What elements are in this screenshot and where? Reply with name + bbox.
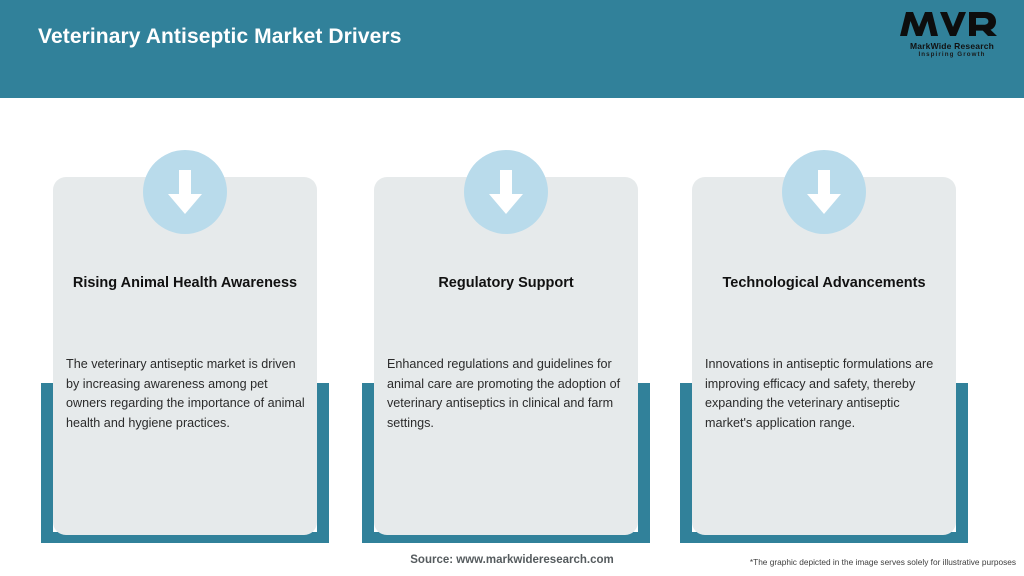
card-panel: Regulatory Support Enhanced regulations … <box>374 177 638 535</box>
disclaimer-label: *The graphic depicted in the image serve… <box>749 557 1016 567</box>
card-title: Technological Advancements <box>722 275 926 291</box>
card-description: The veterinary antiseptic market is driv… <box>66 357 305 430</box>
mwr-logomark-icon <box>900 12 997 36</box>
accent-bar-bottom <box>680 532 968 543</box>
driver-card-3: Technological Advancements Innovations i… <box>680 150 968 550</box>
card-accent-frame <box>41 383 329 543</box>
accent-bar-bottom <box>41 532 329 543</box>
accent-bar-right <box>638 383 650 543</box>
brand-logo: MarkWide Research Inspiring Growth <box>896 8 1008 66</box>
page-title: Veterinary Antiseptic Market Drivers <box>38 25 402 48</box>
arrow-down-icon <box>464 150 548 234</box>
accent-bar-bottom <box>362 532 650 543</box>
driver-card-2: Regulatory Support Enhanced regulations … <box>362 150 650 550</box>
arrow-down-icon <box>782 150 866 234</box>
driver-card-1: Rising Animal Health Awareness The veter… <box>41 150 329 550</box>
accent-bar-right <box>956 383 968 543</box>
card-title: Regulatory Support <box>438 275 574 291</box>
source-label: Source: www.markwideresearch.com <box>410 554 614 566</box>
arrow-down-icon <box>143 150 227 234</box>
card-panel: Rising Animal Health Awareness The veter… <box>53 177 317 535</box>
card-description: Enhanced regulations and guidelines for … <box>387 357 621 430</box>
accent-bar-left <box>680 383 692 543</box>
logo-tagline: Inspiring Growth <box>918 51 986 58</box>
card-description: Innovations in antiseptic formulations a… <box>705 357 934 430</box>
accent-bar-left <box>362 383 374 543</box>
accent-bar-left <box>41 383 53 543</box>
card-accent-frame <box>362 383 650 543</box>
page-header: Veterinary Antiseptic Market Drivers Mar… <box>0 0 1024 98</box>
card-panel: Technological Advancements Innovations i… <box>692 177 956 535</box>
accent-bar-right <box>317 383 329 543</box>
card-title: Rising Animal Health Awareness <box>72 275 298 291</box>
logo-company-name: MarkWide Research <box>909 41 995 51</box>
card-accent-frame <box>680 383 968 543</box>
